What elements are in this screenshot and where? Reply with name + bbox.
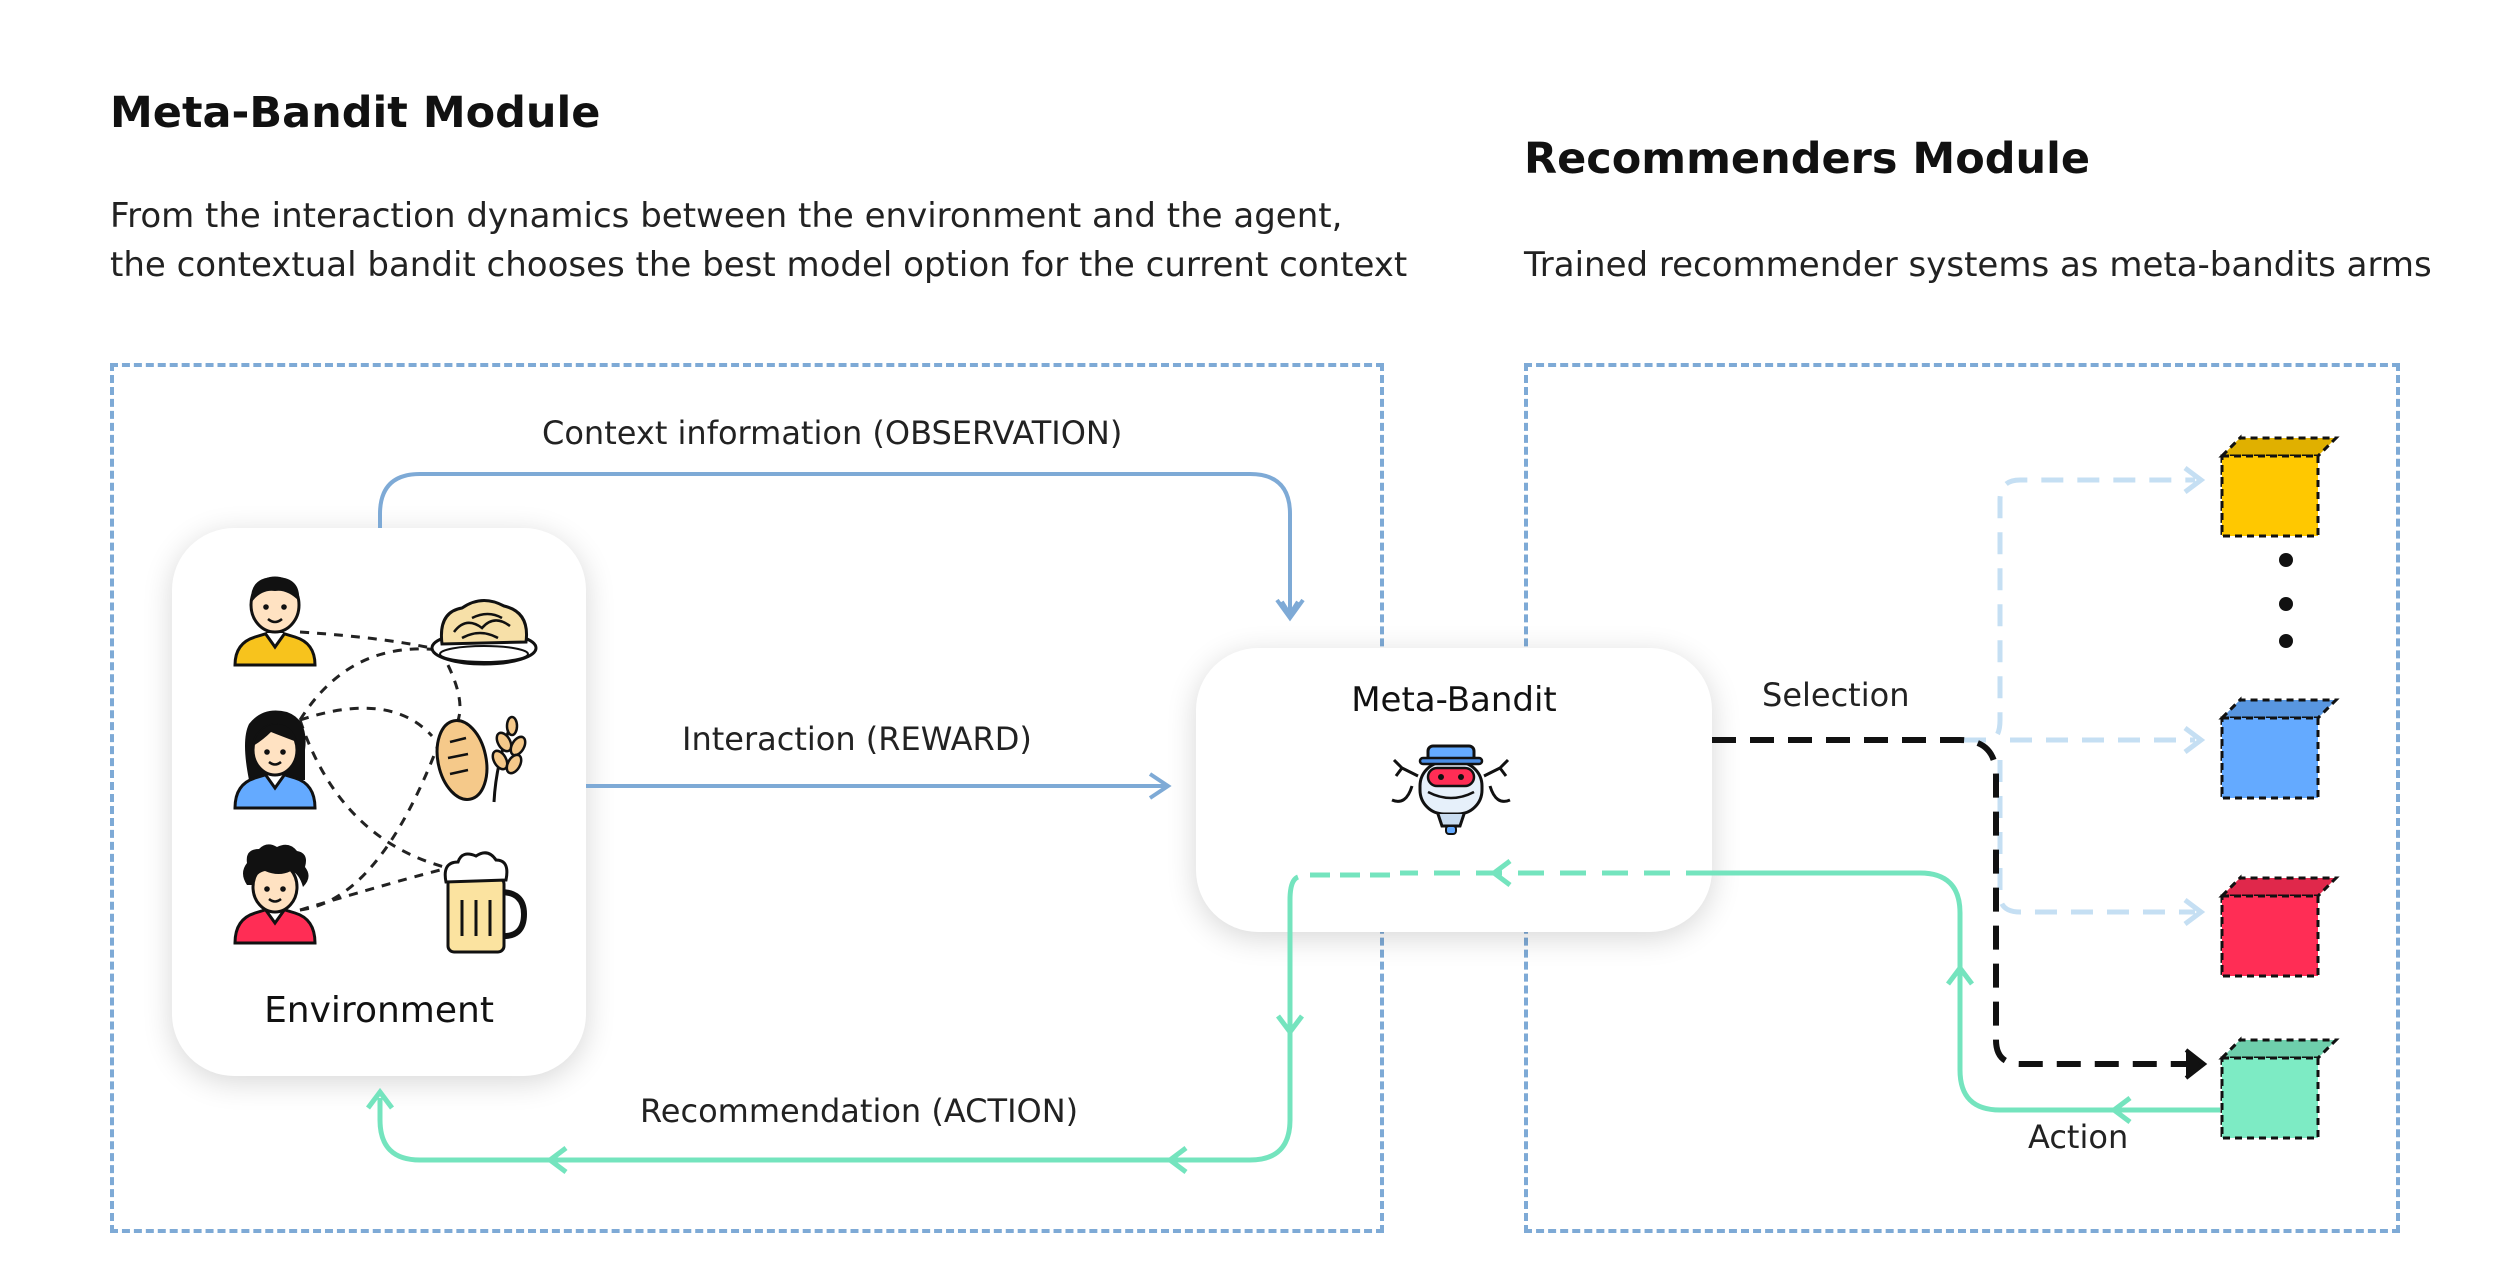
action-return-arrow bbox=[1712, 870, 2220, 1113]
cube-face bbox=[2220, 1056, 2320, 1140]
faded-arrow-arm-1 bbox=[1964, 477, 2195, 743]
ellipsis-dot bbox=[2279, 634, 2293, 648]
ellipsis-dot bbox=[2279, 553, 2293, 567]
selection-label: Selection bbox=[1762, 676, 1910, 714]
beer-mug-icon bbox=[443, 851, 528, 954]
observation-label: Context information (OBSERVATION) bbox=[542, 414, 1123, 452]
recommenders-module-title: Recommenders Module bbox=[1524, 134, 2091, 184]
cube-face bbox=[2218, 436, 2340, 458]
reward-label: Interaction (REWARD) bbox=[682, 720, 1032, 758]
meta-bandit-label: Meta-Bandit bbox=[1351, 680, 1557, 720]
ellipsis-dot bbox=[2279, 597, 2293, 611]
recommenders-module-description: Trained recommender systems as meta-band… bbox=[1524, 245, 2432, 285]
meta-bandit-module-description-line1: From the interaction dynamics between th… bbox=[110, 196, 1343, 236]
recommender-arm-3-cube-icon bbox=[2218, 874, 2340, 980]
faded-arrow-arm-3 bbox=[1997, 760, 2195, 915]
selection-arrow bbox=[1712, 737, 2190, 1067]
recommender-arm-4-cube-icon bbox=[2218, 1036, 2340, 1142]
curly-hair-red-shirt-icon bbox=[233, 844, 317, 945]
cube-face bbox=[2218, 876, 2340, 898]
man-yellow-shirt-icon bbox=[233, 576, 317, 667]
bread-wheat-icon bbox=[435, 715, 527, 803]
observation-arrow bbox=[378, 472, 1300, 618]
robot-bandit-icon bbox=[1391, 744, 1511, 835]
user-item-connections bbox=[298, 630, 462, 912]
recommender-arm-1-cube-icon bbox=[2218, 434, 2340, 540]
spaghetti-icon bbox=[430, 599, 538, 666]
action-label: Action bbox=[2028, 1118, 2129, 1156]
meta-bandit-module-title: Meta-Bandit Module bbox=[110, 88, 601, 138]
environment-label: Environment bbox=[264, 990, 494, 1031]
cube-face bbox=[2218, 698, 2340, 720]
woman-blue-shirt-icon bbox=[233, 710, 317, 810]
meta-bandit-module-description-line2: the contextual bandit chooses the best m… bbox=[110, 245, 1408, 285]
cube-face bbox=[2220, 716, 2320, 800]
cube-face bbox=[2220, 894, 2320, 978]
recommender-arm-2-cube-icon bbox=[2218, 696, 2340, 802]
recommendation-label: Recommendation (ACTION) bbox=[640, 1092, 1079, 1130]
recommendation-arrow bbox=[1287, 872, 1390, 940]
cube-face bbox=[2218, 1038, 2340, 1060]
cube-face bbox=[2220, 454, 2320, 538]
